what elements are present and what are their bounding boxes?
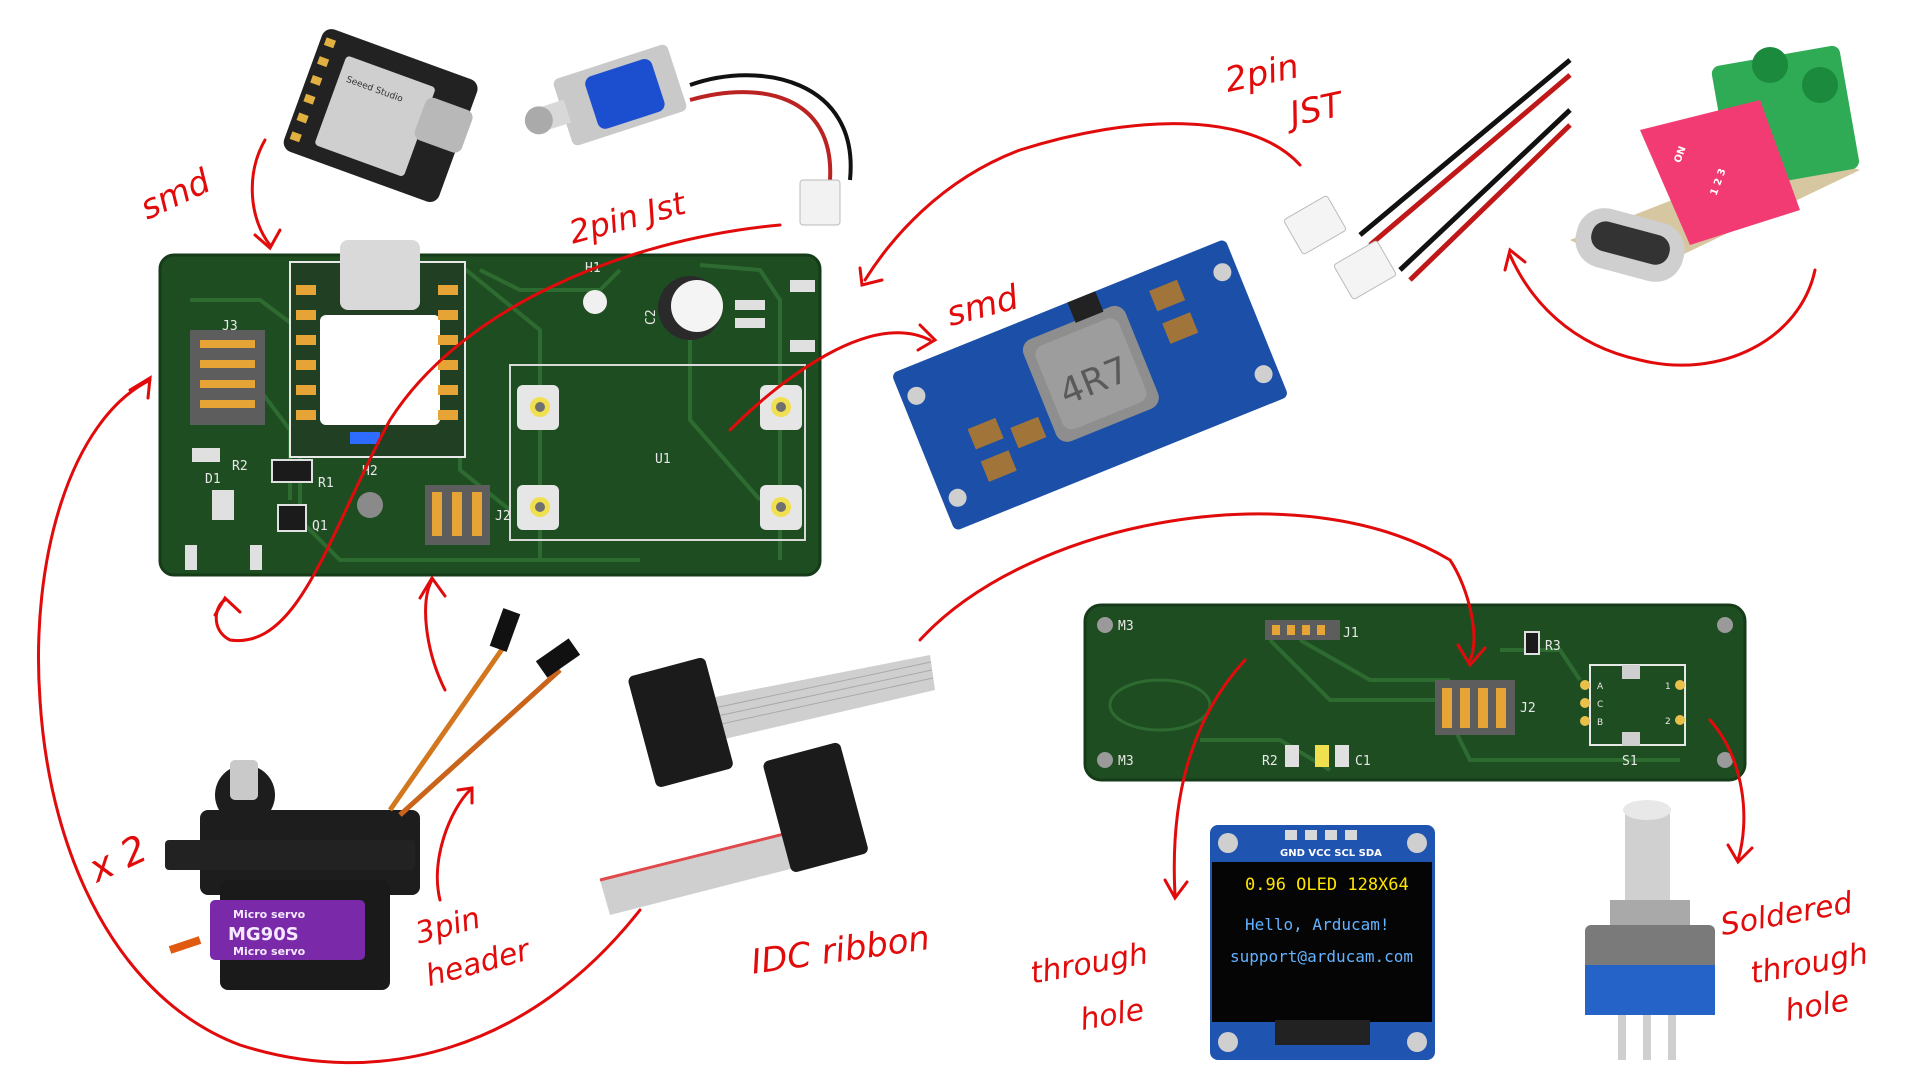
pin-c: C (1597, 700, 1603, 710)
label-idc-ribbon: IDC ribbon (749, 918, 933, 983)
servo-line3: Micro servo (233, 945, 306, 958)
pin-b: B (1597, 718, 1603, 728)
ref-q1: Q1 (312, 519, 328, 534)
mounting-hole-h2 (357, 492, 383, 518)
ref-j1: J1 (1343, 626, 1359, 641)
solenoid (524, 44, 853, 226)
ref-r3: R3 (1545, 639, 1561, 654)
ref-second-r2: R2 (1262, 754, 1278, 769)
ref-m3-top: M3 (1118, 619, 1134, 634)
pin-2: 2 (1665, 717, 1671, 727)
ref-j2: J2 (495, 509, 511, 524)
servo-model: MG90S (228, 924, 299, 945)
label-encoder-soldered: Soldered (1718, 885, 1856, 943)
servo-line1: Micro servo (233, 908, 306, 921)
label-smd-xiao: smd (134, 161, 217, 228)
q1-transistor (277, 504, 307, 532)
buck-converter: 4R7 (893, 240, 1287, 530)
idc-ribbon (599, 655, 935, 915)
s1-footprint: A C B 1 2 S1 (1580, 664, 1686, 769)
ref-c2: C2 (644, 309, 659, 325)
d1-r2-parts: D1 R2 (192, 448, 248, 520)
pin-1: 1 (1665, 682, 1671, 692)
servo-motor: Micro servo MG90S Micro servo (165, 760, 420, 990)
label-oled-hole: hole (1078, 992, 1147, 1038)
label-oled-through: through (1028, 936, 1151, 991)
switch-on-label: ON (1673, 145, 1689, 165)
oled-module: GND VCC SCL SDA 0.96 OLED 128X64 Hello, … (1210, 825, 1435, 1060)
label-x2: x 2 (81, 826, 154, 891)
oled-line2: Hello, Arducam! (1245, 915, 1390, 934)
ref-u1: U1 (655, 452, 671, 467)
pin-a: A (1597, 682, 1604, 692)
ref-second-j2: J2 (1520, 701, 1536, 716)
label-encoder-through: through (1748, 936, 1871, 991)
j3-header: J3 (190, 319, 265, 425)
ref-s1: S1 (1622, 754, 1638, 769)
label-jst-top: JST (1280, 84, 1348, 136)
ref-c1: C1 (1355, 754, 1371, 769)
rotary-encoder (1585, 800, 1715, 1060)
ref-d1: D1 (205, 472, 221, 487)
usbc-trigger-board: ON 1 2 3 (1570, 45, 1860, 282)
ref-r1: R1 (318, 476, 334, 491)
oled-line1: 0.96 OLED 128X64 (1245, 875, 1409, 895)
xiao-module: Seeed Studio (283, 29, 478, 203)
mounting-hole-h1 (583, 290, 607, 314)
oled-line3: support@arducam.com (1230, 947, 1413, 966)
annotation-arrows (36, 122, 1817, 1065)
j2-header: J2 (425, 485, 511, 545)
ref-j3: J3 (222, 319, 238, 334)
label-2pin-jst-solenoid: 2pin Jst (565, 184, 691, 252)
jst-cable (1283, 58, 1572, 300)
pcb-logo-icon (1108, 678, 1212, 732)
xiao-footprint (289, 240, 466, 458)
ref-m3-bottom: M3 (1118, 754, 1134, 769)
ref-r2: R2 (232, 459, 248, 474)
r1-resistor (271, 459, 313, 483)
label-2pin-top: 2pin (1221, 46, 1302, 101)
u1-footprint: U1 (509, 364, 806, 541)
oled-pins: GND VCC SCL SDA (1280, 848, 1382, 859)
second-j2-header: J2 (1435, 680, 1536, 735)
c2-capacitor: C2 (644, 276, 765, 340)
label-encoder-hole: hole (1783, 983, 1852, 1029)
solenoid-jst (799, 179, 841, 226)
label-3pin: 3pin (412, 901, 484, 952)
servo-cable (387, 608, 581, 817)
main-pcb: J3 H1 C2 (158, 240, 822, 577)
second-pcb: M3 M3 J1 R3 J2 A C (1083, 603, 1747, 782)
